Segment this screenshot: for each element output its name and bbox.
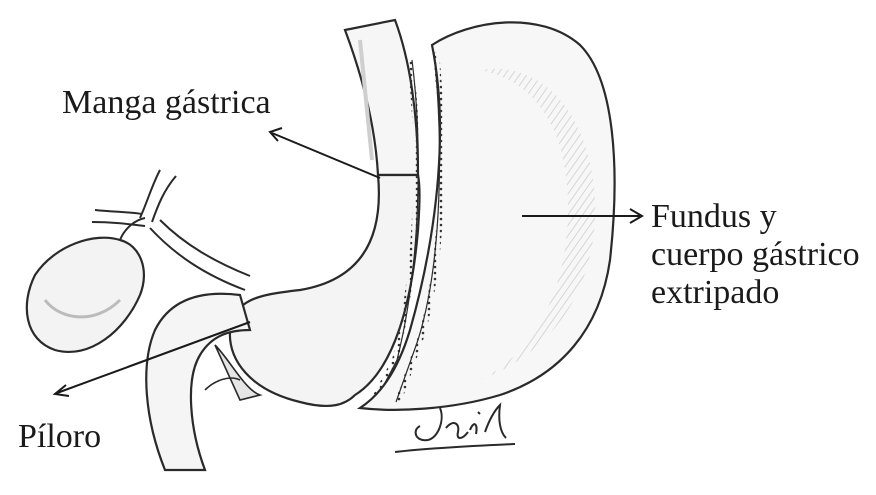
arrow-manga (270, 128, 380, 178)
label-piloro: Píloro (18, 418, 101, 456)
gallbladder (27, 218, 145, 352)
label-manga-gastrica: Manga gástrica (62, 84, 271, 122)
label-fundus-line1: Fundus y (651, 198, 860, 236)
duodenum (146, 294, 260, 470)
label-fundus-line3: extripado (651, 274, 860, 312)
esophagus (345, 20, 418, 175)
label-fundus-cuerpo: Fundus y cuerpo gástrico extripado (651, 198, 860, 312)
artist-signature (395, 405, 515, 452)
label-fundus-line2: cuerpo gástrico (651, 236, 860, 274)
